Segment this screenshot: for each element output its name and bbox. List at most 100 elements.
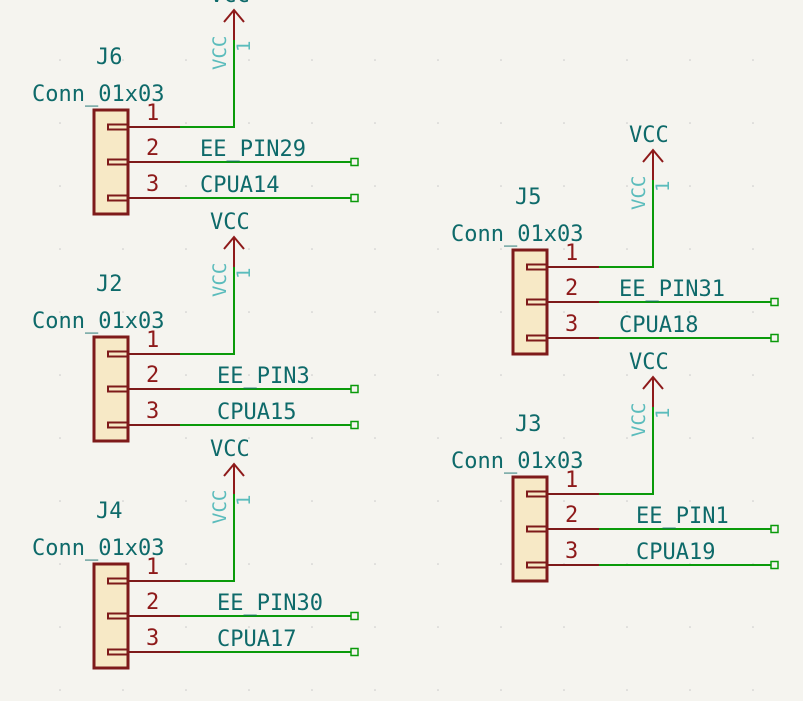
grid-dot	[563, 248, 565, 250]
component-value: Conn_01x03	[32, 82, 164, 107]
power-label: VCC	[629, 123, 669, 148]
vcc-wire	[180, 267, 235, 355]
net-label: CPUA18	[619, 313, 698, 338]
power-pin-name: VCC	[209, 36, 231, 70]
power-pin-number: 1	[652, 408, 674, 419]
unconnected-endpoint-icon	[350, 157, 359, 167]
grid-dot	[248, 500, 250, 502]
grid-dot	[374, 248, 376, 250]
grid-dot	[185, 185, 187, 187]
grid-dot	[563, 689, 565, 691]
grid-dot	[752, 122, 754, 124]
grid-dot	[752, 311, 754, 313]
grid-dot	[374, 689, 376, 691]
grid-dot	[689, 626, 691, 628]
grid-dot	[500, 437, 502, 439]
grid-dot	[59, 185, 61, 187]
grid-dot	[311, 563, 313, 565]
grid-dot	[59, 311, 61, 313]
grid-dot	[248, 59, 250, 61]
grid-dot	[311, 500, 313, 502]
grid-dot	[752, 248, 754, 250]
grid-dot	[122, 59, 124, 61]
net-label: CPUA14	[200, 173, 279, 198]
pin-number: 2	[146, 363, 159, 388]
grid-dot	[563, 374, 565, 376]
connector-body	[511, 248, 549, 356]
grid-dot	[311, 374, 313, 376]
component-value: Conn_01x03	[451, 222, 583, 247]
grid-dot	[311, 311, 313, 313]
grid-dot	[374, 59, 376, 61]
grid-dot	[626, 689, 628, 691]
grid-dot	[374, 563, 376, 565]
grid-dot	[248, 185, 250, 187]
grid-dot	[437, 248, 439, 250]
grid-dot	[185, 374, 187, 376]
pin-number: 2	[565, 276, 578, 301]
grid-dot	[626, 248, 628, 250]
grid-dot	[311, 437, 313, 439]
grid-dot	[59, 626, 61, 628]
grid-dot	[689, 437, 691, 439]
grid-dot	[437, 122, 439, 124]
unconnected-endpoint-icon	[770, 524, 779, 534]
unconnected-endpoint-icon	[770, 297, 779, 307]
grid-dot	[689, 689, 691, 691]
grid-dot	[689, 122, 691, 124]
grid-dot	[752, 437, 754, 439]
grid-dot	[311, 248, 313, 250]
vcc-wire	[180, 40, 235, 128]
power-label: VCC	[210, 437, 250, 462]
grid-dot	[248, 689, 250, 691]
grid-dot	[563, 626, 565, 628]
grid-dot	[437, 626, 439, 628]
grid-dot	[563, 185, 565, 187]
net-label: EE_PIN29	[200, 137, 306, 162]
grid-dot	[437, 374, 439, 376]
grid-dot	[311, 689, 313, 691]
grid-dot	[689, 374, 691, 376]
connector-body	[511, 475, 549, 583]
grid-dot	[500, 374, 502, 376]
grid-dot	[626, 374, 628, 376]
grid-dot	[563, 500, 565, 502]
vcc-arrow-icon	[223, 462, 245, 477]
grid-dot	[626, 185, 628, 187]
power-pin-name: VCC	[628, 403, 650, 437]
vcc-arrow-icon	[642, 148, 664, 163]
grid-dot	[752, 59, 754, 61]
grid-dot	[374, 122, 376, 124]
reference-designator: J3	[515, 412, 542, 437]
pin-number: 1	[565, 468, 578, 493]
grid-dot	[437, 437, 439, 439]
pin-number: 3	[146, 626, 159, 651]
unconnected-endpoint-icon	[770, 560, 779, 570]
unconnected-endpoint-icon	[350, 647, 359, 657]
grid-dot	[437, 311, 439, 313]
reference-designator: J6	[96, 45, 123, 70]
grid-dot	[752, 689, 754, 691]
net-label: EE_PIN31	[619, 277, 725, 302]
grid-dot	[626, 437, 628, 439]
grid-dot	[311, 185, 313, 187]
pin-number: 3	[565, 312, 578, 337]
grid-dot	[500, 59, 502, 61]
grid-dot	[311, 626, 313, 628]
unconnected-endpoint-icon	[350, 611, 359, 621]
component-value: Conn_01x03	[32, 309, 164, 334]
component-value: Conn_01x03	[451, 449, 583, 474]
unconnected-endpoint-icon	[350, 193, 359, 203]
grid-dot	[374, 437, 376, 439]
grid-dot	[563, 437, 565, 439]
grid-dot	[185, 437, 187, 439]
reference-designator: J5	[515, 185, 542, 210]
vcc-wire	[599, 180, 654, 268]
grid-dot	[437, 185, 439, 187]
